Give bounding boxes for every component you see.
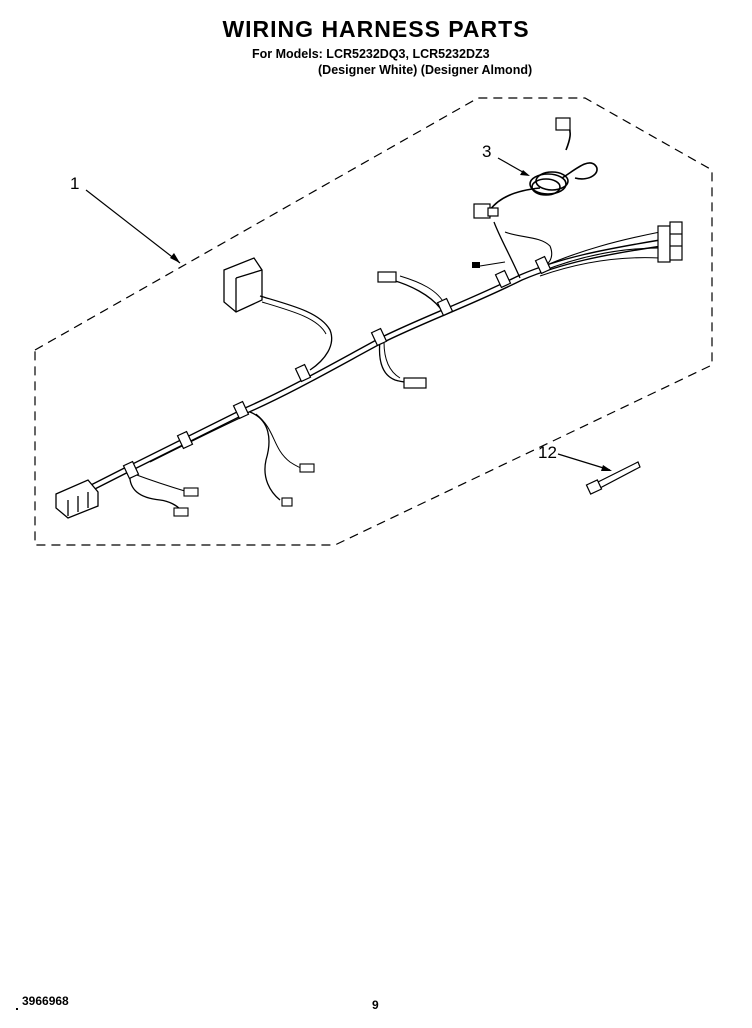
leader-arrow-12 [601,465,612,471]
page-number: 9 [372,998,379,1012]
right-wire-bundle [539,231,661,277]
variants-line: (Designer White) (Designer Almond) [318,63,533,77]
terminal-upper [377,271,397,283]
corner-mark [16,1008,18,1010]
leader-line-12 [557,453,611,471]
callout-3-label: 3 [482,142,492,161]
switch-housing [223,257,263,313]
wire-tie-part [585,461,641,495]
assembly-boundary [34,97,713,546]
branch-upper-middle [391,279,441,309]
callout-12-label: 12 [538,443,557,462]
coiled-cord [489,124,598,211]
terminal-lower [403,377,427,389]
cord-plug [473,117,571,219]
branch-lower-middle [378,339,415,385]
housing-branch [259,295,333,371]
left-connector-block [55,479,99,519]
right-multi-connector [657,221,683,263]
page-title: WIRING HARNESS PARTS [222,16,530,42]
leader-line-1 [85,189,181,264]
wire-tie-clips [122,255,552,480]
callout-1-label: 1 [70,174,80,193]
document-number: 3966968 [22,994,69,1008]
branch-to-cord [493,221,521,279]
main-harness-trunk [84,239,663,495]
leader-arrow-3 [520,170,530,176]
leader-arrow-1 [170,253,180,263]
branch-left-lower [129,471,183,513]
branch-mid-left [249,411,281,501]
models-line: For Models: LCR5232DQ3, LCR5232DZ3 [252,47,490,61]
